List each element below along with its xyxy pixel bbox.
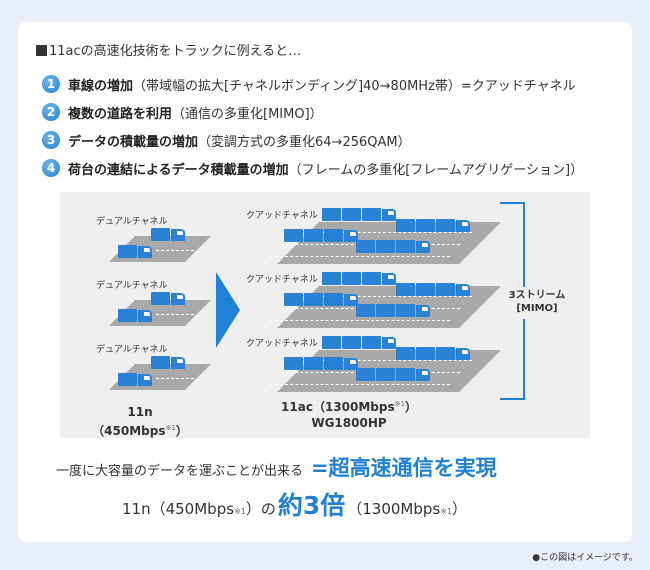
dual-channel-label: デュアルチャネル (96, 345, 168, 355)
quad-channel-label: クアッドチャネル (246, 211, 318, 221)
truck-icon (284, 357, 358, 374)
dual-channel-label: デュアルチャネル (96, 281, 168, 291)
lane-divider (270, 320, 450, 321)
lane-divider (292, 232, 472, 233)
list-item: 2 複数の道路を利用（通信の多重化[MIMO]） (42, 100, 583, 124)
truck-icon (284, 293, 358, 310)
summary-text: 一度に大容量のデータを運ぶことが出来る (56, 464, 304, 479)
truck-icon (151, 228, 185, 245)
truck-icon (151, 356, 185, 373)
summary-emphasis: =超高速通信を実現 (311, 456, 497, 480)
truck-icon (396, 219, 470, 236)
number-badge-icon: 2 (42, 103, 60, 121)
summary-line-2: 11n（450Mbps※1）の約3倍（1300Mbps※1） (122, 486, 467, 522)
truck-icon (284, 229, 358, 246)
item-desc: （フレームの多重化[フレームアグリゲーション]） (288, 162, 584, 178)
speed-multiplier: 約3倍 (277, 491, 346, 520)
lane-divider (156, 250, 194, 251)
technique-list: 1 車線の増加（帯域幅の拡大[チャネルボンディング]40→80MHz帯）=クアッド… (42, 72, 583, 184)
truck-icon (356, 304, 430, 321)
list-item: 1 車線の増加（帯域幅の拡大[チャネルボンディング]40→80MHz帯）=クアッド… (42, 72, 583, 96)
item-title: 複数の道路を利用 (68, 106, 173, 122)
right-caption: 11ac（1300Mbps※1）WG1800HP (281, 400, 417, 430)
truck-icon (151, 292, 185, 309)
truck-icon (356, 240, 430, 257)
bracket-gap (520, 287, 532, 319)
item-desc: （変調方式の多重化64→256QAM） (198, 134, 411, 150)
quad-channel-label: クアッドチャネル (246, 339, 318, 349)
right-arrow-icon (216, 272, 240, 348)
lane-divider (270, 384, 450, 385)
lane-divider (156, 314, 194, 315)
truck-icon (356, 368, 430, 385)
summary-line-1: 一度に大容量のデータを運ぶことが出来る =超高速通信を実現 (56, 452, 497, 482)
lane-divider (270, 256, 450, 257)
truck-icon (322, 336, 396, 353)
truck-icon (118, 309, 152, 326)
disclaimer-note: ●この図はイメージです。 (532, 553, 638, 563)
streams-label: 3ストリーム[MIMO] (508, 290, 566, 314)
left-caption: 11n（450Mbps※1） (92, 405, 188, 438)
number-badge-icon: 4 (42, 159, 60, 177)
lane-divider (292, 296, 472, 297)
truck-icon (118, 373, 152, 390)
number-badge-icon: 1 (42, 75, 60, 93)
item-desc: （通信の多重化[MIMO]） (172, 106, 323, 122)
truck-icon (322, 208, 396, 225)
lane-divider (156, 378, 194, 379)
quad-channel-label: クアッドチャネル (246, 275, 318, 285)
item-title: 荷台の連結によるデータ積載量の増加 (68, 162, 289, 178)
model-name: WG1800HP (311, 416, 387, 430)
square-bullet-icon (36, 45, 47, 56)
section-heading: 11acの高速化技術をトラックに例えると… (36, 40, 301, 59)
truck-icon (118, 245, 152, 262)
item-title: 車線の増加 (68, 78, 134, 94)
list-item: 4 荷台の連結によるデータ積載量の増加（フレームの多重化[フレームアグリゲーション… (42, 156, 583, 180)
item-desc: （帯域幅の拡大[チャネルボンディング]40→80MHz帯）=クアッドチャネル (133, 78, 576, 94)
truck-icon (396, 347, 470, 364)
truck-icon (322, 272, 396, 289)
heading-text: 11acの高速化技術をトラックに例えると… (49, 44, 302, 59)
lane-divider (292, 360, 472, 361)
number-badge-icon: 3 (42, 131, 60, 149)
truck-icon (396, 283, 470, 300)
item-title: データの積載量の増加 (68, 134, 199, 150)
list-item: 3 データの積載量の増加（変調方式の多重化64→256QAM） (42, 128, 583, 152)
truck-diagram: デュアルチャネル デュアルチャネル デュアルチャネル クアッドチャネル クアッド… (60, 192, 590, 438)
dual-channel-label: デュアルチャネル (96, 217, 168, 227)
